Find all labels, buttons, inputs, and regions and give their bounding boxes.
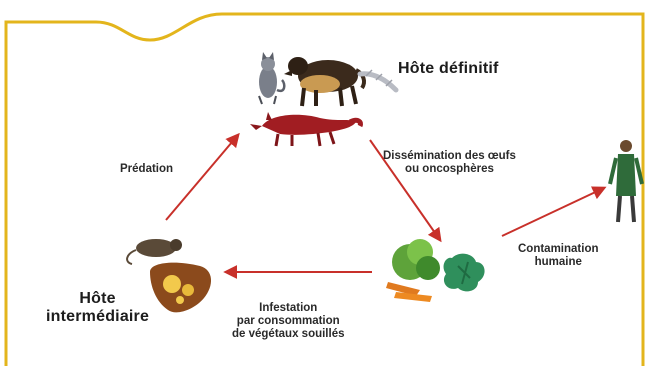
cat-icon [259, 52, 284, 104]
intermediate-host-line2: intermédiaire [46, 308, 149, 326]
arrow-contamination [502, 188, 604, 236]
predation-label: Prédation [120, 163, 173, 176]
dissemination-line1: Dissémination des œufs [383, 150, 516, 163]
intermediate-host-label: Hôte intermédiaire [46, 290, 149, 326]
infestation-label: Infestation par consommation de végétaux… [232, 302, 345, 341]
infestation-line2: par consommation [232, 315, 345, 328]
definitive-host-label: Hôte définitif [398, 60, 499, 78]
dissemination-label: Dissémination des œufs ou oncosphères [383, 150, 516, 176]
contamination-label: Contamination humaine [518, 243, 599, 269]
liver-icon [150, 263, 211, 313]
human-icon [610, 140, 642, 222]
arrow-predation [166, 135, 238, 220]
vegetables-icon [386, 239, 485, 302]
dissemination-line2: ou oncosphères [383, 163, 516, 176]
contamination-line2: humaine [518, 256, 599, 269]
contamination-line1: Contamination [518, 243, 599, 256]
vole-icon [127, 239, 182, 264]
fox-icon [250, 112, 361, 146]
infestation-line1: Infestation [232, 302, 345, 315]
infestation-line3: de végétaux souillés [232, 328, 345, 341]
dog-icon [284, 57, 364, 106]
intermediate-host-line1: Hôte [46, 290, 149, 308]
